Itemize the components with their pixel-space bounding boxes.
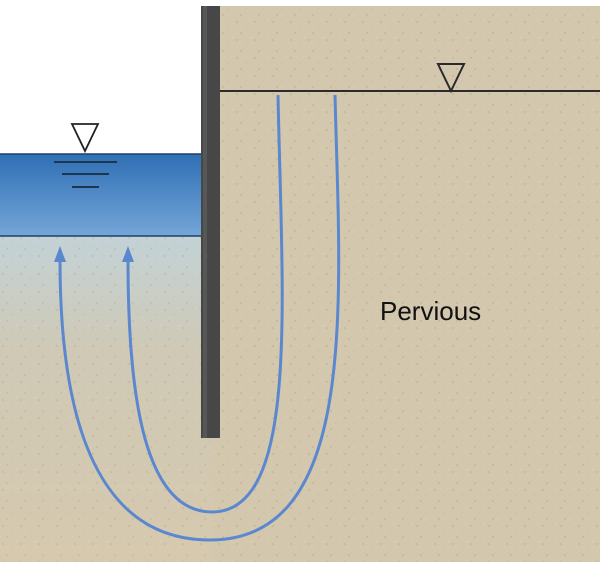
arrow-up-icon [54,246,66,262]
flow-line-inner [126,94,284,514]
flow-line-outer [58,94,341,542]
arrow-up-icon [122,246,134,262]
inverted-triangle-icon [436,63,466,94]
left-water [0,154,202,236]
inverted-triangle-icon [54,123,117,188]
soil-label: Pervious [380,296,482,326]
